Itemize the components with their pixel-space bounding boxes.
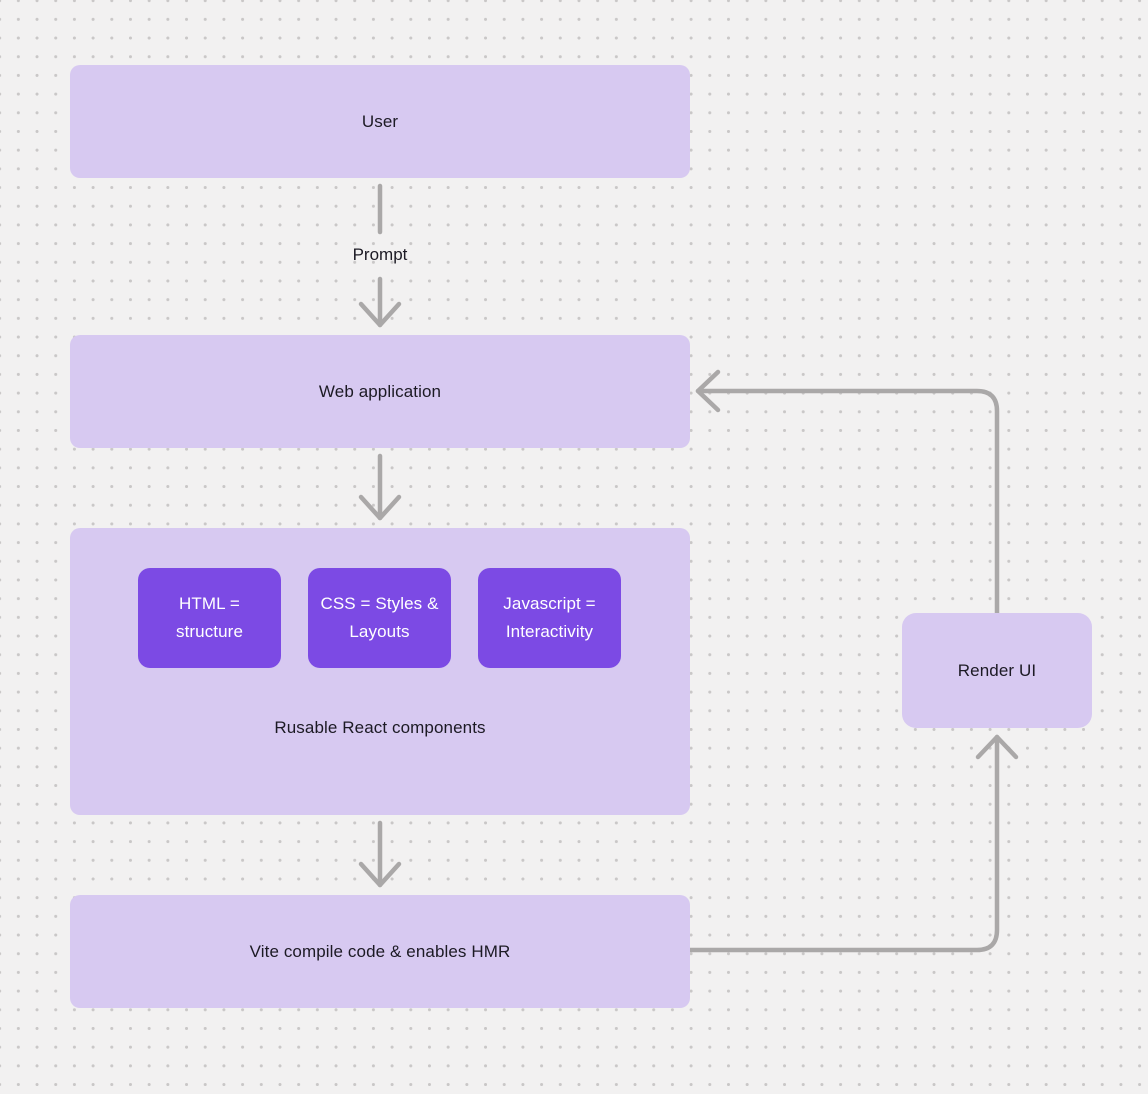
arrowhead-down-icon xyxy=(358,494,402,521)
arrowhead-left-icon xyxy=(695,369,721,413)
arrowhead-down-icon xyxy=(358,301,402,328)
node-user[interactable]: User xyxy=(70,65,690,178)
chip-javascript[interactable]: Javascript = Interactivity xyxy=(478,568,621,668)
node-render-ui-label: Render UI xyxy=(957,660,1037,680)
node-user-label: User xyxy=(361,111,399,131)
chip-html-label: HTML = structure xyxy=(175,594,244,641)
node-components-group[interactable]: HTML = structure CSS = Styles & Layouts … xyxy=(70,528,690,815)
node-vite[interactable]: Vite compile code & enables HMR xyxy=(70,895,690,1008)
node-web-application[interactable]: Web application xyxy=(70,335,690,448)
components-group-label: Rusable React components xyxy=(274,718,486,737)
arrowhead-down-icon xyxy=(358,861,402,888)
chip-html[interactable]: HTML = structure xyxy=(138,568,281,668)
node-web-application-label: Web application xyxy=(318,381,442,401)
edge-vite-renderui xyxy=(687,734,1000,953)
chip-css-label: CSS = Styles & Layouts xyxy=(320,594,439,641)
edge-label-prompt: Prompt xyxy=(352,245,408,264)
node-render-ui[interactable]: Render UI xyxy=(902,613,1092,728)
chip-javascript-label: Javascript = Interactivity xyxy=(503,594,596,641)
chip-css[interactable]: CSS = Styles & Layouts xyxy=(308,568,451,668)
node-vite-label: Vite compile code & enables HMR xyxy=(249,941,511,961)
edge-renderui-webapp xyxy=(695,388,1000,616)
arrowhead-up-icon xyxy=(975,734,1019,760)
